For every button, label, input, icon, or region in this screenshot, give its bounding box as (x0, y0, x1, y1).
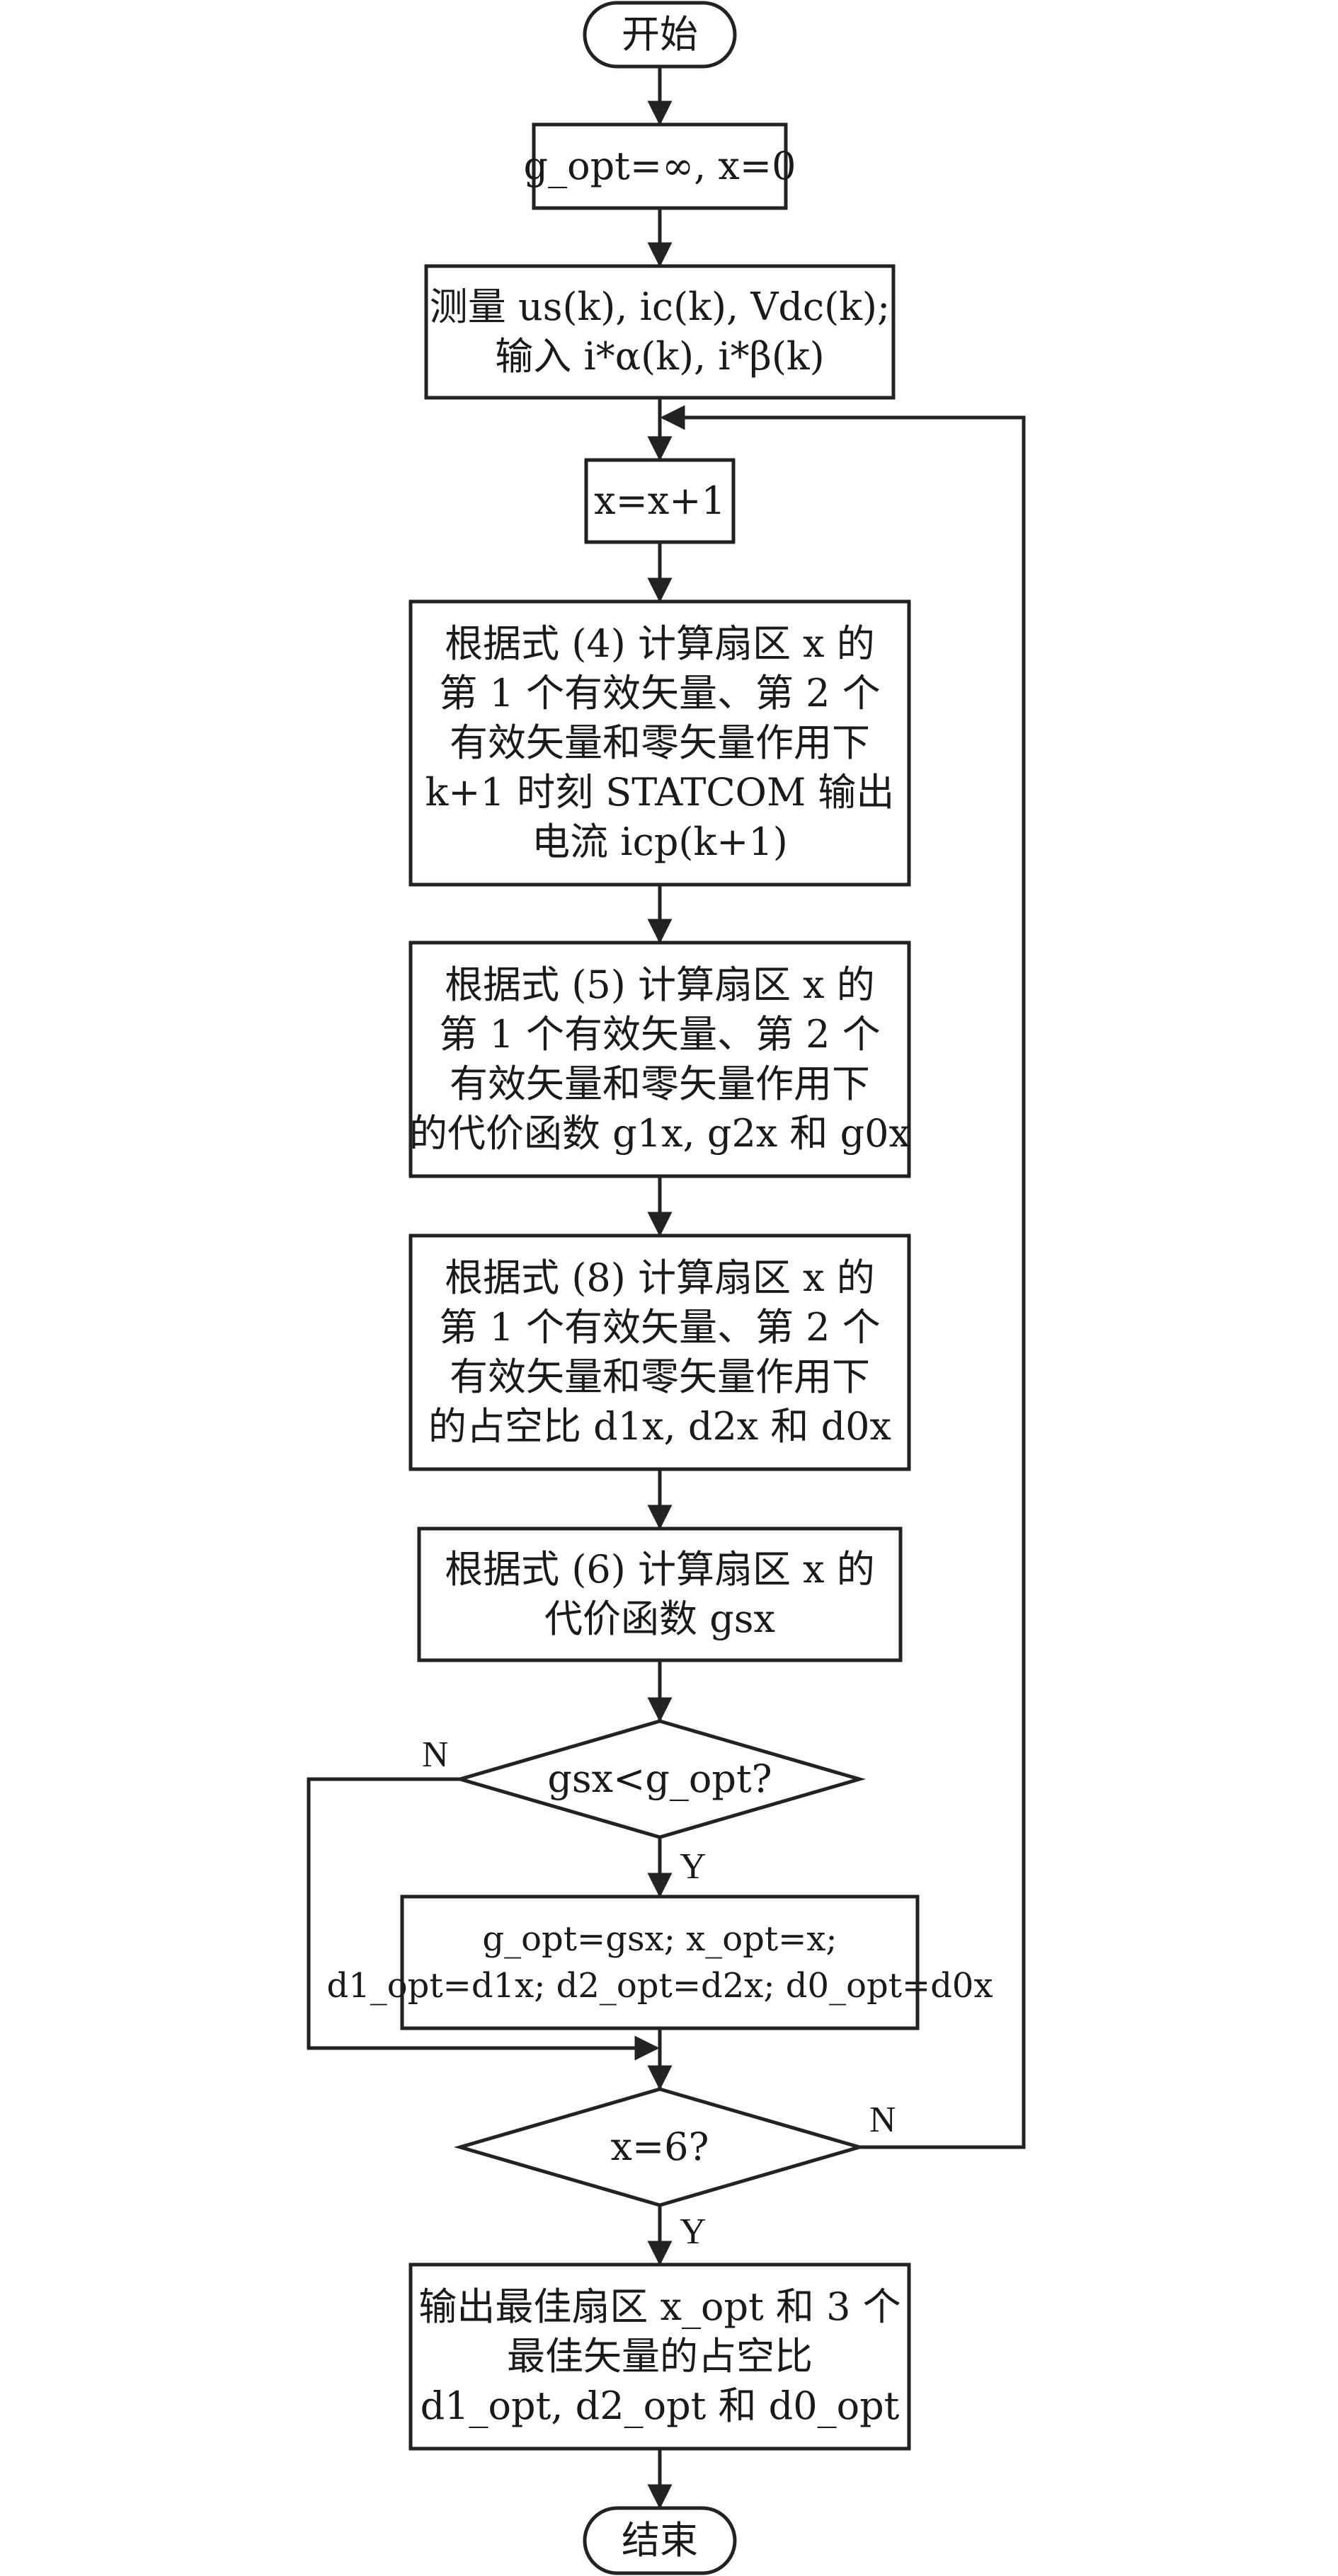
output-label-line-1: 输出最佳扇区 x_opt 和 3 个 (418, 2284, 901, 2329)
step6-label-line-2: 代价函数 gsx (544, 1597, 775, 1641)
arrow-decision2-no-loop (660, 405, 1026, 2149)
step5-label-line-3: 有效矢量和零矢量作用下 (450, 1062, 870, 1106)
start-label-line-1: 开始 (622, 12, 698, 57)
step4-label-line-3: 有效矢量和零矢量作用下 (450, 720, 870, 765)
step5-label-line-2: 第 1 个有效矢量、第 2 个 (439, 1012, 881, 1057)
measure-label: 测量 us(k), ic(k), Vdc(k); 输入 i*α(k), i*β(… (426, 266, 893, 398)
step4-label-line-1: 根据式 (4) 计算扇区 x 的 (445, 621, 875, 666)
decision2-no-label: N (869, 2100, 896, 2140)
increment-box (584, 458, 736, 544)
increment-label-line-1: x=x+1 (594, 478, 726, 523)
update-label-line-1: g_opt=gsx; x_opt=x; (482, 1919, 837, 1959)
step5-label: 根据式 (5) 计算扇区 x 的 第 1 个有效矢量、第 2 个 有效矢量和零矢… (409, 943, 910, 1176)
measure-label-line-2: 输入 i*α(k), i*β(k) (495, 334, 825, 379)
step4-label: 根据式 (4) 计算扇区 x 的 第 1 个有效矢量、第 2 个 有效矢量和零矢… (411, 602, 909, 885)
step8-label-line-3: 有效矢量和零矢量作用下 (450, 1355, 870, 1399)
decision1-label: gsx<g_opt? (460, 1721, 859, 1837)
decision2-yes-label: Y (680, 2212, 707, 2252)
increment-label: x=x+1 (586, 460, 733, 542)
step8-label-line-4: 的占空比 d1x, d2x 和 d0x (428, 1404, 891, 1449)
step4-label-line-4: k+1 时刻 STATCOM 输出 (425, 770, 895, 815)
start-label: 开始 (585, 3, 735, 67)
step6-box (417, 1526, 903, 1662)
init-label-line-1: g_opt=∞, x=0 (523, 144, 796, 188)
step5-label-line-1: 根据式 (5) 计算扇区 x 的 (445, 962, 875, 1007)
output-label-line-2: 最佳矢量的占空比 (507, 2334, 813, 2379)
decision1-yes-label: Y (680, 1846, 707, 1887)
step8-label-line-1: 根据式 (8) 计算扇区 x 的 (445, 1255, 875, 1300)
decision1-no-label: N (422, 1735, 449, 1775)
arrow-decision1-no (307, 1777, 660, 2061)
update-label-line-2: d1_opt=d1x; d2_opt=d2x; d0_opt=d0x (326, 1966, 993, 2006)
step4-label-line-5: 电流 icp(k+1) (532, 820, 788, 864)
decision2-label: x=6? (460, 2089, 859, 2205)
step8-label: 根据式 (8) 计算扇区 x 的 第 1 个有效矢量、第 2 个 有效矢量和零矢… (411, 1236, 909, 1469)
step4-box (408, 599, 911, 887)
output-label-line-3: d1_opt, d2_opt 和 d0_opt (420, 2384, 900, 2428)
step5-label-line-4: 的代价函数 g1x, g2x 和 g0x (409, 1111, 910, 1156)
decision2-label-line-1: x=6? (610, 2124, 709, 2169)
measure-label-line-1: 测量 us(k), ic(k), Vdc(k); (429, 284, 891, 329)
step4-label-line-2: 第 1 个有效矢量、第 2 个 (439, 671, 881, 715)
step6-label-line-1: 根据式 (6) 计算扇区 x 的 (445, 1547, 875, 1592)
end-label-line-1: 结束 (622, 2518, 698, 2563)
end-label: 结束 (585, 2508, 735, 2573)
step8-label-line-2: 第 1 个有效矢量、第 2 个 (439, 1305, 881, 1350)
init-label: g_opt=∞, x=0 (524, 125, 796, 208)
step6-label: 根据式 (6) 计算扇区 x 的 代价函数 gsx (419, 1529, 900, 1660)
decision1-label-line-1: gsx<g_opt? (547, 1756, 772, 1801)
update-box (400, 1894, 920, 2030)
update-label: g_opt=gsx; x_opt=x; d1_opt=d1x; d2_opt=d… (326, 1897, 993, 2028)
output-label: 输出最佳扇区 x_opt 和 3 个 最佳矢量的占空比 d1_opt, d2_o… (411, 2265, 909, 2449)
init-box (532, 122, 788, 210)
